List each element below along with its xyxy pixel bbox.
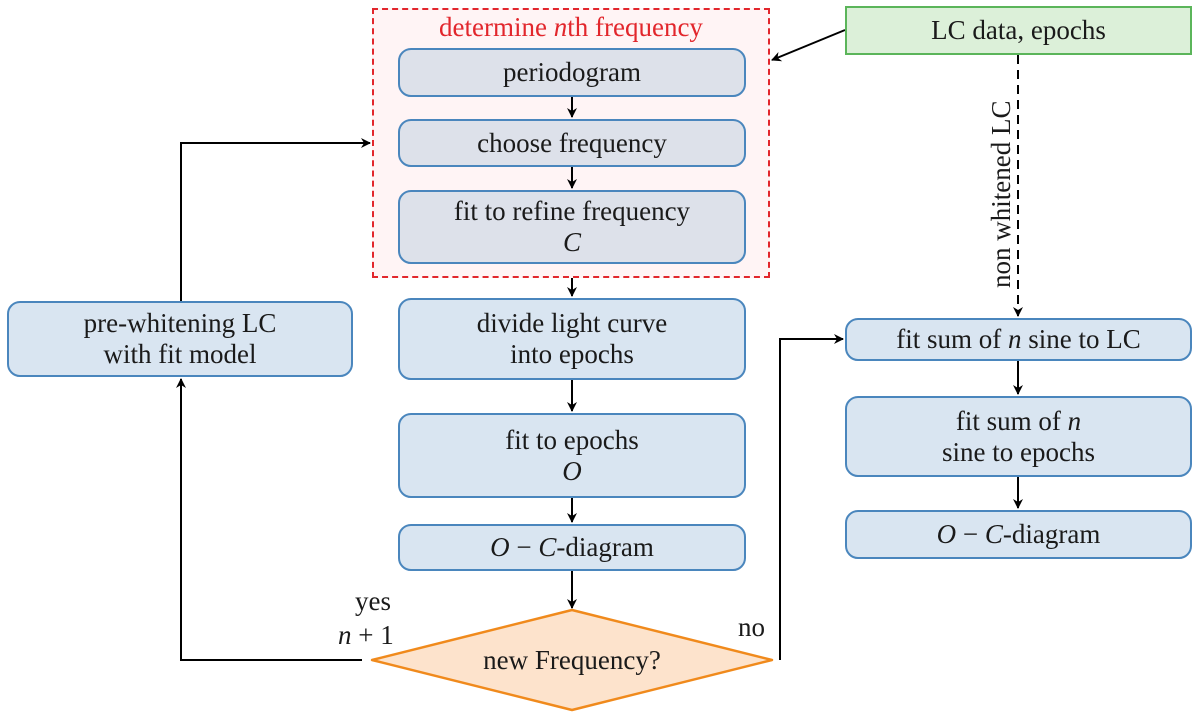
fit-sum-lc-node: fit sum of n sine to LC [845,318,1192,361]
pre-whitening-node: pre-whitening LC with fit model [7,301,353,377]
fit-to-epochs-node: fit to epochs O [398,413,746,498]
oc-diagram-left-node: O − C-diagram [398,524,746,571]
oc-diagram-right-node: O − C-diagram [845,510,1192,559]
choose-frequency-node: choose frequency [398,119,746,167]
periodogram-node: periodogram [398,48,746,97]
n-plus-one-label: n + 1 [338,620,394,650]
refine-frequency-node: fit to refine frequency C [398,190,746,264]
edge-no-fitsum [779,334,844,660]
edge-prewhitening-group [180,138,371,301]
decision-label: new Frequency? [483,645,661,675]
non-whitened-lc-label: non whitened LC [986,100,1016,288]
edge-yes-prewhitening [176,378,362,661]
divide-light-curve-node: divide light curve into epochs [398,298,746,380]
decision-diamond [370,608,774,712]
group-title: determine nth frequency [439,12,703,42]
yes-label: yes [355,586,391,616]
fit-sum-epochs-node: fit sum of n sine to epochs [845,396,1192,477]
lc-data-node: LC data, epochs [845,6,1192,55]
edge-lcdata-group [771,29,846,62]
no-label: no [738,612,765,642]
